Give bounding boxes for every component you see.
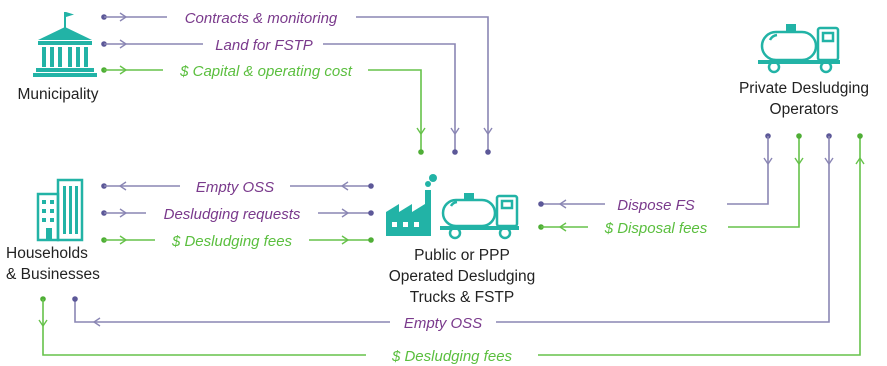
flow-desludging-fees-mid: $ Desludging fees xyxy=(101,233,374,250)
flow-label-disposal-fees: $ Disposal fees xyxy=(604,220,708,237)
flow-label-empty-oss-bottom: Empty OSS xyxy=(404,315,482,332)
flow-label-desludging-requests: Desludging requests xyxy=(164,206,301,223)
flow-empty-oss-top: Empty OSS xyxy=(101,179,374,196)
public-ppp-label-line1: Public or PPP xyxy=(414,247,510,264)
office-buildings-icon xyxy=(36,178,84,242)
flow-land: Land for FSTP xyxy=(101,37,460,155)
flow-label-dispose-fs: Dispose FS xyxy=(617,197,695,214)
flow-capital: $ Capital & operating cost xyxy=(101,63,426,155)
households-label-line1: Households xyxy=(6,245,88,262)
public-ppp-label-line3: Trucks & FSTP xyxy=(410,289,515,306)
municipality-label: Municipality xyxy=(18,86,99,103)
flow-label-land: Land for FSTP xyxy=(215,37,313,54)
flow-label-contracts: Contracts & monitoring xyxy=(185,10,338,27)
tanker-truck-icon xyxy=(758,24,840,74)
flow-empty-oss-bottom: Empty OSS xyxy=(72,133,834,332)
flow-contracts: Contracts & monitoring xyxy=(101,10,493,155)
flow-label-empty-oss-top: Empty OSS xyxy=(196,179,274,196)
flow-label-capital: $ Capital & operating cost xyxy=(179,63,353,80)
flow-label-desludging-fees-bottom: $ Desludging fees xyxy=(391,348,513,365)
government-building-icon xyxy=(33,12,97,77)
public-ppp-label-line2: Operated Desludging xyxy=(389,268,536,285)
flow-desludging-fees-bottom: $ Desludging fees xyxy=(38,133,865,365)
flow-disposal-fees: $ Disposal fees xyxy=(538,133,804,237)
flow-label-desludging-fees-mid: $ Desludging fees xyxy=(171,233,293,250)
flow-desludging-requests: Desludging requests xyxy=(101,206,374,223)
households-label-line2: & Businesses xyxy=(6,266,100,283)
private-operators-label-line1: Private Desludging xyxy=(739,80,869,97)
factory-icon xyxy=(386,174,437,236)
tanker-truck-icon xyxy=(440,193,519,240)
private-operators-label-line2: Operators xyxy=(770,101,839,118)
flow-dispose-fs: Dispose FS xyxy=(538,133,773,214)
